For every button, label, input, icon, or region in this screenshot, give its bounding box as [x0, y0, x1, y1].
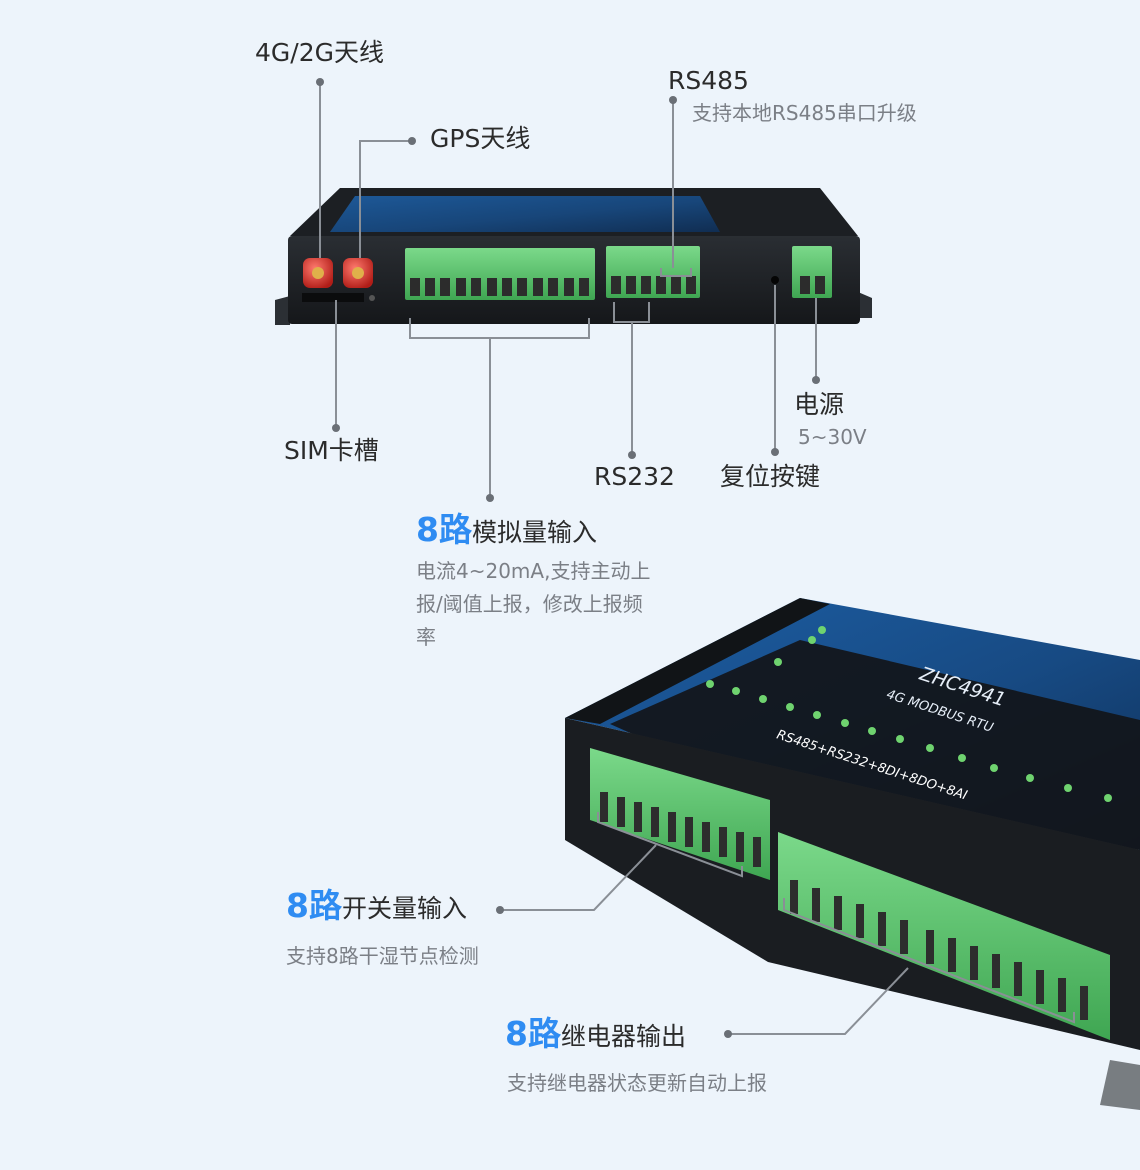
callout-rs485-desc: 支持本地RS485串口升级 [692, 101, 917, 125]
di-terminal-block [590, 748, 770, 880]
power-terminal [792, 246, 832, 298]
bottom-callout-dots [496, 906, 732, 1038]
callout-sim-slot: SIM卡槽 [284, 436, 379, 465]
status-leds [706, 626, 1112, 802]
callout-relay-output-desc: 支持继电器状态更新自动上报 [507, 1071, 767, 1095]
bottom-device [565, 598, 1140, 1110]
digital-input-title: 开关量输入 [341, 894, 467, 923]
callout-power-desc: 5~30V [798, 425, 867, 449]
bottom-callout-lines [500, 812, 1075, 1035]
callout-reset-button: 复位按键 [720, 462, 821, 491]
digital-input-count: 8路 [286, 886, 342, 925]
antenna-connectors [303, 258, 373, 288]
callout-relay-output-heading: 8路继电器输出 [505, 1014, 686, 1054]
top-callout-lines [319, 82, 817, 498]
callout-analog-heading: 8路模拟量输入 [416, 510, 597, 550]
callout-digital-input-heading: 8路开关量输入 [286, 886, 467, 926]
serial-terminal-block [606, 246, 700, 298]
analog-title: 模拟量输入 [471, 518, 597, 547]
callout-4g-antenna: 4G/2G天线 [255, 38, 384, 67]
analog-terminal-block [405, 248, 595, 300]
callout-rs485-title: RS485 [668, 66, 749, 95]
top-callout-dots [316, 78, 820, 502]
callout-power-title: 电源 [794, 390, 845, 419]
callout-analog-desc: 电流4~20mA,支持主动上报/阈值上报，修改上报频率 [416, 559, 651, 649]
analog-count: 8路 [416, 510, 472, 549]
relay-output-count: 8路 [505, 1014, 561, 1053]
callout-rs232: RS232 [594, 462, 675, 491]
callout-gps-antenna: GPS天线 [430, 124, 531, 153]
do-terminal-block [778, 832, 1110, 1040]
callout-digital-input-desc: 支持8路干湿节点检测 [286, 944, 479, 968]
top-device [275, 188, 872, 325]
relay-output-title: 继电器输出 [560, 1022, 686, 1051]
